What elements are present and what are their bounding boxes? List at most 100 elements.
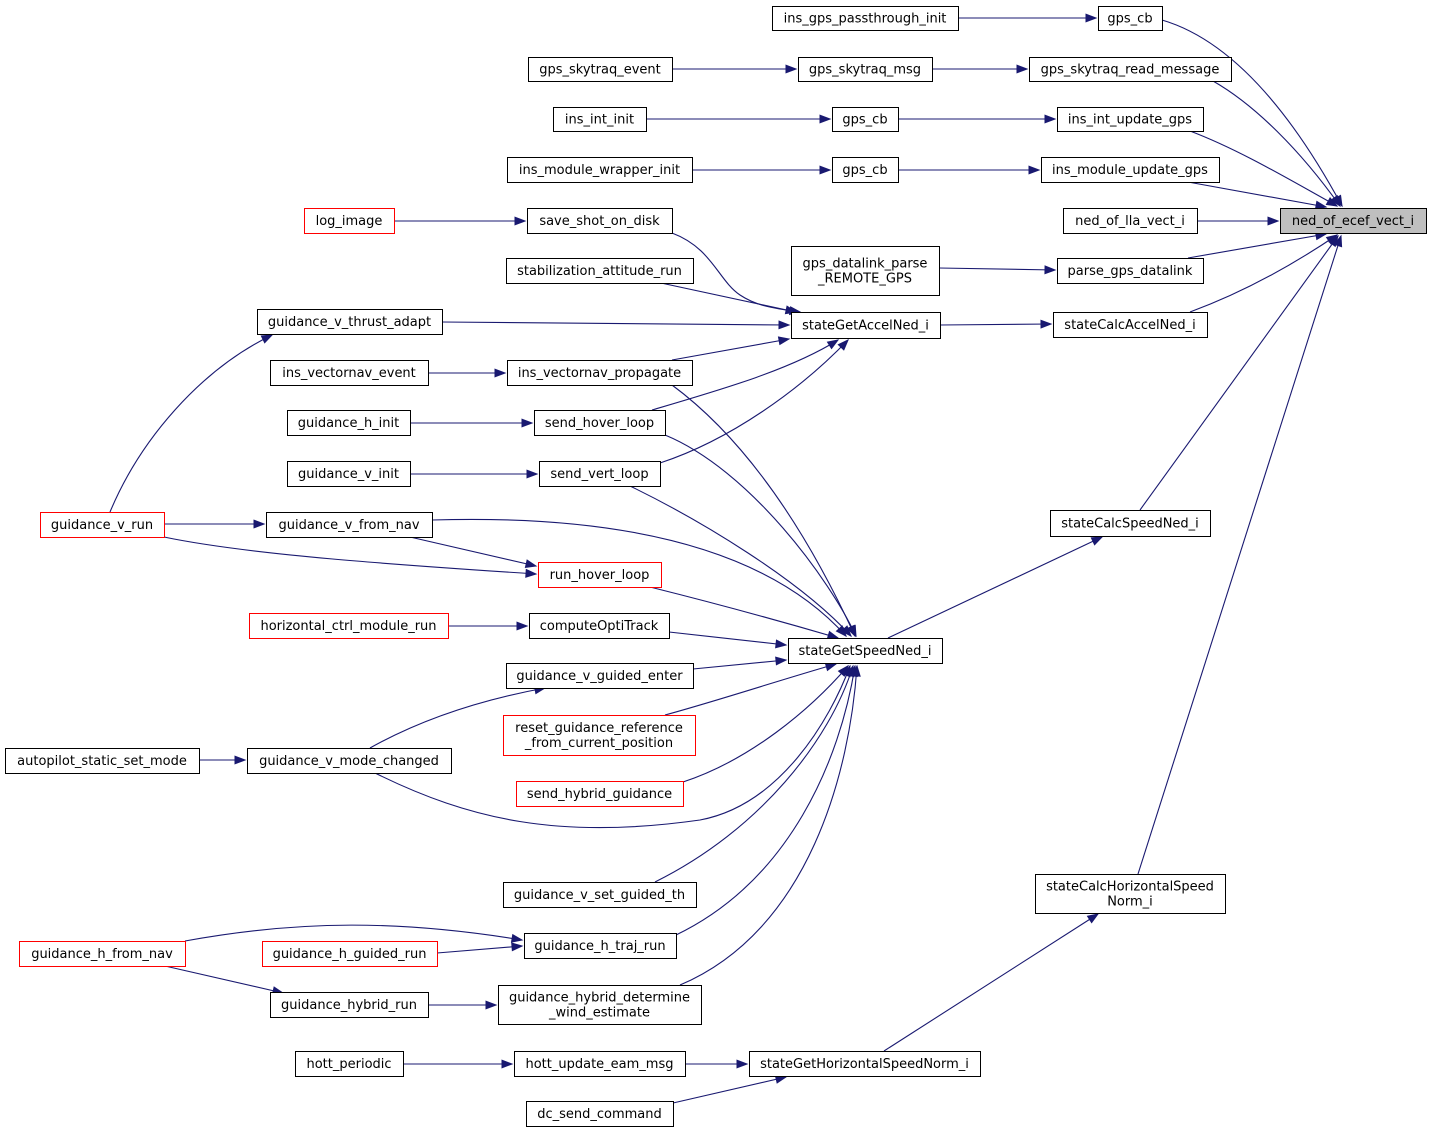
arrowhead-icon — [826, 630, 840, 640]
edge-line — [109, 334, 273, 513]
node-gps_cb_1[interactable]: gps_cb — [1098, 6, 1163, 31]
node-label: hott_update_eam_msg — [525, 1057, 673, 1072]
node-label: gps_skytraq_event — [539, 63, 661, 78]
node-guidance_h_guided_run[interactable]: guidance_h_guided_run — [262, 941, 438, 967]
edge-line — [163, 536, 537, 575]
node-gps_skytraq_event[interactable]: gps_skytraq_event — [528, 57, 673, 82]
node-gps_skytraq_msg[interactable]: gps_skytraq_msg — [798, 57, 933, 82]
edge-ins_module_wrapper_init-to-gps_cb_3 — [692, 165, 832, 175]
node-ins_module_update_gps[interactable]: ins_module_update_gps — [1041, 157, 1220, 183]
node-gps_skytraq_read_message[interactable]: gps_skytraq_read_message — [1029, 57, 1232, 82]
node-guidance_v_run[interactable]: guidance_v_run — [40, 512, 165, 538]
node-guidance_v_init[interactable]: guidance_v_init — [287, 461, 411, 487]
edge-line — [436, 945, 523, 954]
arrowhead-icon — [526, 469, 539, 479]
node-ins_gps_passthrough_init[interactable]: ins_gps_passthrough_init — [772, 6, 959, 31]
node-label: stateGetAccelNed_i — [802, 319, 929, 334]
node-send_hybrid_guidance[interactable]: send_hybrid_guidance — [516, 781, 684, 807]
node-ins_module_wrapper_init[interactable]: ins_module_wrapper_init — [507, 157, 693, 183]
edge-dc_send_command-to-stateGetHorizontalSpeedNorm_i — [672, 1074, 788, 1104]
node-send_hover_loop[interactable]: send_hover_loop — [534, 410, 666, 436]
node-stateGetHorizontalSpeedNorm_i[interactable]: stateGetHorizontalSpeedNorm_i — [749, 1051, 981, 1077]
node-hott_update_eam_msg[interactable]: hott_update_eam_msg — [514, 1051, 686, 1077]
node-guidance_h_from_nav[interactable]: guidance_h_from_nav — [19, 941, 186, 967]
node-ned_of_ecef_vect_i[interactable]: ned_of_ecef_vect_i — [1280, 208, 1427, 234]
node-gps_cb_3[interactable]: gps_cb — [832, 157, 899, 183]
node-guidance_hybrid_run[interactable]: guidance_hybrid_run — [270, 992, 429, 1018]
node-label: guidance_hybrid_run — [281, 998, 417, 1013]
node-box — [503, 882, 697, 908]
node-label: guidance_v_set_guided_th — [514, 888, 685, 903]
node-label: ins_vectornav_propagate — [518, 366, 681, 381]
edge-line — [431, 518, 847, 637]
edge-gps_skytraq_read_message-to-ned_of_ecef_vect_i — [1212, 80, 1341, 208]
edge-line — [651, 339, 839, 411]
node-ned_of_lla_vect_i[interactable]: ned_of_lla_vect_i — [1063, 208, 1198, 234]
node-computeOptiTrack[interactable]: computeOptiTrack — [529, 613, 670, 639]
node-ins_int_init[interactable]: ins_int_init — [553, 107, 647, 132]
node-run_hover_loop[interactable]: run_hover_loop — [538, 562, 662, 588]
edge-line — [660, 282, 797, 313]
node-guidance_v_mode_changed[interactable]: guidance_v_mode_changed — [247, 748, 452, 774]
edge-guidance_v_run-to-guidance_v_from_nav — [164, 519, 266, 529]
arrowhead-icon — [1086, 913, 1100, 924]
arrowhead-icon — [514, 216, 527, 226]
node-guidance_h_traj_run[interactable]: guidance_h_traj_run — [524, 933, 677, 959]
node-save_shot_on_disk[interactable]: save_shot_on_disk — [527, 208, 673, 234]
node-send_vert_loop[interactable]: send_vert_loop — [539, 461, 661, 487]
node-guidance_h_init[interactable]: guidance_h_init — [287, 410, 411, 436]
edge-stateGetSpeedNed_i-to-stateCalcSpeedNed_i — [887, 536, 1104, 639]
node-gps_datalink_parse_REMOTE_GPS[interactable]: gps_datalink_parse_REMOTE_GPS — [791, 246, 940, 296]
edge-send_hover_loop-to-stateGetAccelNed_i — [651, 339, 840, 411]
node-ins_vectornav_propagate[interactable]: ins_vectornav_propagate — [507, 360, 693, 386]
node-guidance_v_set_guided_th[interactable]: guidance_v_set_guided_th — [503, 882, 697, 908]
edge-line — [1187, 181, 1327, 208]
node-parse_gps_datalink[interactable]: parse_gps_datalink — [1057, 258, 1204, 284]
node-label: guidance_v_thrust_adapt — [268, 315, 431, 330]
node-guidance_v_from_nav[interactable]: guidance_v_from_nav — [266, 512, 433, 538]
edge-line — [675, 665, 856, 936]
node-stateCalcAccelNed_i[interactable]: stateCalcAccelNed_i — [1053, 312, 1208, 338]
node-reset_guidance_reference[interactable]: reset_guidance_reference_from_current_po… — [503, 715, 696, 756]
node-stateGetSpeedNed_i[interactable]: stateGetSpeedNed_i — [788, 638, 943, 664]
edge-run_hover_loop-to-stateGetSpeedNed_i — [649, 586, 840, 640]
node-box — [1098, 6, 1163, 31]
edge-stateGetAccelNed_i-to-stateCalcAccelNed_i — [939, 319, 1053, 329]
node-hott_periodic[interactable]: hott_periodic — [295, 1051, 404, 1077]
node-stateGetAccelNed_i[interactable]: stateGetAccelNed_i — [791, 312, 941, 339]
edge-line — [1161, 19, 1343, 207]
node-box — [304, 208, 395, 234]
edge-line — [671, 384, 856, 637]
node-gps_cb_2[interactable]: gps_cb — [832, 107, 899, 132]
node-box — [514, 1051, 686, 1077]
node-autopilot_static_set_mode[interactable]: autopilot_static_set_mode — [5, 748, 200, 774]
node-guidance_v_thrust_adapt[interactable]: guidance_v_thrust_adapt — [257, 309, 443, 335]
node-box — [295, 1051, 404, 1077]
node-box — [5, 748, 200, 774]
node-guidance_v_guided_enter[interactable]: guidance_v_guided_enter — [506, 663, 694, 689]
node-box — [798, 57, 933, 82]
node-label: gps_skytraq_msg — [809, 63, 921, 78]
arrowhead-icon — [524, 559, 538, 569]
node-stateCalcSpeedNed_i[interactable]: stateCalcSpeedNed_i — [1050, 510, 1211, 537]
edge-gps_cb_3-to-ins_module_update_gps — [898, 165, 1041, 175]
node-ins_vectornav_event[interactable]: ins_vectornav_event — [270, 360, 429, 386]
edge-guidance_v_init-to-send_vert_loop — [410, 469, 539, 479]
node-ins_int_update_gps[interactable]: ins_int_update_gps — [1057, 107, 1204, 132]
edge-ins_vectornav_propagate-to-stateGetSpeedNed_i — [671, 384, 856, 638]
arrowhead-icon — [1016, 64, 1029, 74]
node-box — [528, 57, 673, 82]
node-stabilization_attitude_run[interactable]: stabilization_attitude_run — [506, 258, 694, 284]
edge-line — [938, 267, 1056, 271]
node-guidance_hybrid_determine_wind_estimate[interactable]: guidance_hybrid_determine_wind_estimate — [498, 985, 702, 1025]
node-label: computeOptiTrack — [540, 619, 659, 634]
node-log_image[interactable]: log_image — [304, 208, 395, 234]
node-horizontal_ctrl_module_run[interactable]: horizontal_ctrl_module_run — [249, 613, 449, 639]
node-label: _REMOTE_GPS — [817, 272, 912, 287]
node-box — [498, 985, 702, 1025]
edge-send_vert_loop-to-stateGetSpeedNed_i — [629, 485, 852, 638]
node-box — [538, 562, 662, 588]
node-dc_send_command[interactable]: dc_send_command — [526, 1101, 674, 1127]
